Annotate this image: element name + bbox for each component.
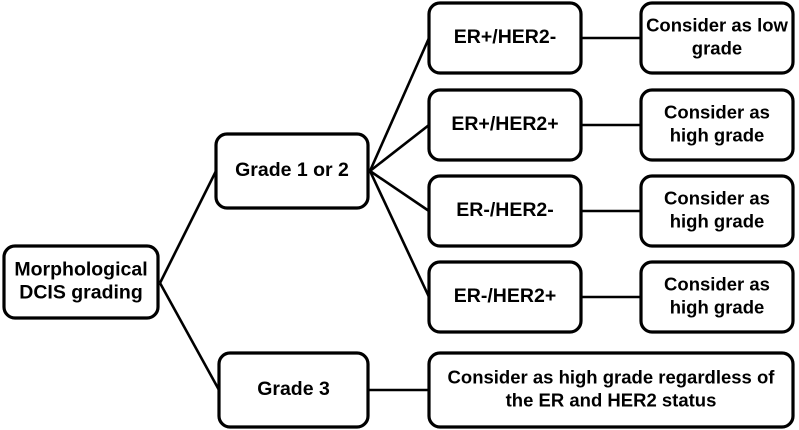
connector-grade12-to-er-neg-her2-pos: [368, 170, 431, 298]
node-label-consider-as-low-grade: Consider as low: [646, 14, 788, 35]
node-er-neg-her2-pos[interactable]: ER-/HER2+: [427, 260, 583, 334]
node-consider-as-high-grade-regardless[interactable]: Consider as high grade regardless ofthe …: [427, 351, 795, 429]
node-label-er-pos-her2-neg: ER+/HER2-: [454, 26, 556, 48]
node-box-er-pos-her2-pos: [427, 88, 583, 162]
node-box-consider-as-low-grade: [639, 1, 795, 75]
node-box-er-pos-her2-neg: [427, 1, 583, 75]
node-box-grade-3: [217, 351, 370, 429]
node-box-consider-as-high-grade-1: [639, 88, 795, 162]
node-box-consider-as-high-grade-regardless: [427, 351, 795, 429]
node-er-pos-her2-pos[interactable]: ER+/HER2+: [427, 88, 583, 162]
node-label-consider-as-high-grade-1: Consider as: [664, 101, 770, 122]
node-label-consider-as-low-grade: grade: [692, 37, 742, 58]
connector-root-to-grade-1-or-2: [158, 170, 218, 284]
connector-layer: [158, 36, 641, 392]
node-box-grade-1-or-2: [214, 132, 370, 210]
node-label-er-pos-her2-pos: ER+/HER2+: [451, 113, 558, 135]
node-label-morphological-dcis-grading: Morphological: [14, 259, 147, 281]
node-box-consider-as-high-grade-2: [639, 174, 795, 248]
node-grade-3[interactable]: Grade 3: [217, 351, 370, 429]
connector-grade12-to-er-pos-her2-neg: [368, 37, 431, 172]
node-label-er-neg-her2-pos: ER-/HER2+: [454, 285, 556, 307]
node-label-consider-as-high-grade-3: high grade: [670, 296, 765, 317]
node-box-consider-as-high-grade-3: [639, 260, 795, 334]
node-label-er-neg-her2-neg: ER-/HER2-: [456, 199, 554, 221]
node-label-morphological-dcis-grading: DCIS grading: [19, 282, 143, 304]
node-label-grade-1-or-2: Grade 1 or 2: [235, 159, 349, 181]
node-er-neg-her2-neg[interactable]: ER-/HER2-: [427, 174, 583, 248]
connector-root-to-grade-3: [158, 282, 221, 391]
node-label-grade-3: Grade 3: [257, 378, 330, 400]
connector-grade12-to-er-pos-her2-pos: [369, 123, 430, 173]
node-label-consider-as-high-grade-3: Consider as: [664, 273, 770, 294]
connector-grade12-to-er-neg-her2-neg: [369, 169, 430, 213]
node-label-consider-as-high-grade-2: Consider as: [664, 187, 770, 208]
node-er-pos-her2-neg[interactable]: ER+/HER2-: [427, 1, 583, 75]
node-label-consider-as-high-grade-1: high grade: [670, 124, 765, 145]
node-box-er-neg-her2-pos: [427, 260, 583, 334]
node-label-consider-as-high-grade-2: high grade: [670, 210, 765, 231]
node-box-morphological-dcis-grading: [2, 244, 160, 320]
node-grade-1-or-2[interactable]: Grade 1 or 2: [214, 132, 370, 210]
node-label-consider-as-high-grade-regardless: Consider as high grade regardless of: [448, 366, 776, 387]
node-label-consider-as-high-grade-regardless: the ER and HER2 status: [506, 389, 717, 410]
node-box-er-neg-her2-neg: [427, 174, 583, 248]
